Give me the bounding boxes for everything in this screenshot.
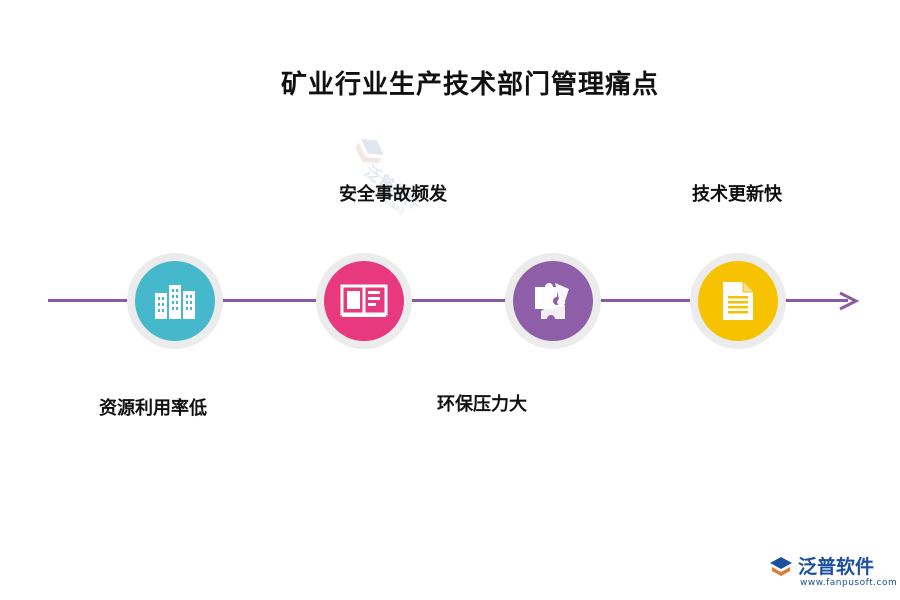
watermark-logo: 泛普软件 SOFTWARE xyxy=(317,126,453,255)
node-3-label: 环保压力大 xyxy=(437,394,527,415)
node-4-label: 技术更新快 xyxy=(692,184,782,205)
node-3-circle xyxy=(513,261,593,341)
timeline-node-3 xyxy=(505,253,601,349)
node-2-label: 安全事故频发 xyxy=(339,184,447,205)
puzzle-icon xyxy=(535,283,569,319)
buildings-icon xyxy=(155,285,195,319)
brand-logo: 泛普软件 xyxy=(768,552,874,579)
brand-url: www.fanpusoft.com xyxy=(800,578,898,588)
document-icon xyxy=(723,282,753,320)
node-4-circle xyxy=(698,261,778,341)
brand-name: 泛普软件 xyxy=(798,556,875,578)
node-2-circle xyxy=(324,261,404,341)
timeline-arrow-icon xyxy=(839,291,860,311)
diagram-title: 矿业行业生产技术部门管理痛点 xyxy=(280,70,659,100)
book-icon xyxy=(340,284,388,317)
timeline-node-1 xyxy=(127,253,223,349)
node-1-label: 资源利用率低 xyxy=(99,398,207,419)
node-1-circle xyxy=(135,261,215,341)
timeline-node-2 xyxy=(316,253,412,349)
timeline-node-4 xyxy=(690,253,786,349)
brand-mark-icon xyxy=(770,556,792,576)
timeline-line xyxy=(48,299,848,302)
